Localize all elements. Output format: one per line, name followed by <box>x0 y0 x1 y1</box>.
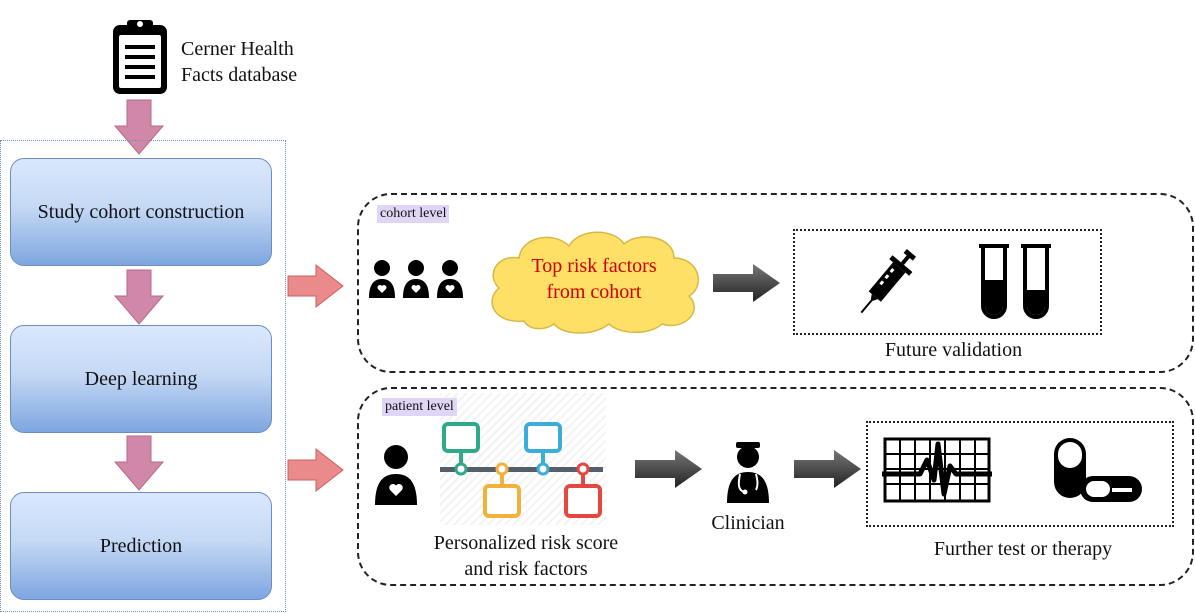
source-label-line1: Cerner Health <box>181 38 294 60</box>
risk-score-label-line2: and risk factors <box>464 558 588 580</box>
patient-level-panel <box>357 387 1194 586</box>
stage-prediction-label: Prediction <box>99 534 183 557</box>
clinician-label: Clinician <box>711 512 785 534</box>
syringe-icon <box>860 249 917 314</box>
right-arrow-icon <box>287 263 344 309</box>
cloud-shape <box>491 231 699 334</box>
risk-score-label-line1: Personalized risk score <box>433 532 619 554</box>
person-icon <box>375 445 417 505</box>
source-label: Cerner Health Facts database <box>181 36 297 88</box>
stage-study-cohort: Study cohort construction <box>10 158 272 266</box>
risk-score-label: Personalized risk score and risk factors <box>410 530 642 582</box>
stage-prediction: Prediction <box>10 492 272 600</box>
down-arrow-icon <box>113 269 165 325</box>
right-arrow-icon <box>287 447 344 493</box>
cloud-label-line1: Top risk factors <box>531 255 657 277</box>
dark-arrow-icon <box>635 450 702 488</box>
patient-level-tag: patient level <box>382 398 457 416</box>
cloud-label-line2: from cohort <box>546 281 642 303</box>
cohort-level-tag: cohort level <box>377 205 450 223</box>
cohort-level-panel <box>357 193 1194 373</box>
pills-icon <box>1054 438 1142 502</box>
source-label-line2: Facts database <box>181 64 298 86</box>
down-arrow-icon <box>113 435 165 491</box>
test-tubes-icon <box>979 244 1051 319</box>
future-validation-caption: Future validation <box>884 339 1023 361</box>
further-test-box <box>866 421 1174 527</box>
dark-arrow-icon <box>794 450 861 488</box>
stage-study-cohort-label: Study cohort construction <box>37 200 245 223</box>
cloud-label: Top risk factors from cohort <box>494 253 694 305</box>
stage-deep-learning-label: Deep learning <box>84 367 198 390</box>
further-test-caption: Further test or therapy <box>933 538 1113 560</box>
future-validation-box <box>793 229 1102 335</box>
pipeline-container <box>0 140 286 612</box>
clipboard-icon <box>113 20 167 94</box>
doctor-icon <box>727 442 769 503</box>
stage-deep-learning: Deep learning <box>10 325 272 433</box>
ecg-icon <box>882 437 992 503</box>
timeline-icon <box>440 422 603 518</box>
dark-arrow-icon <box>713 264 780 302</box>
people-icon <box>369 260 463 298</box>
